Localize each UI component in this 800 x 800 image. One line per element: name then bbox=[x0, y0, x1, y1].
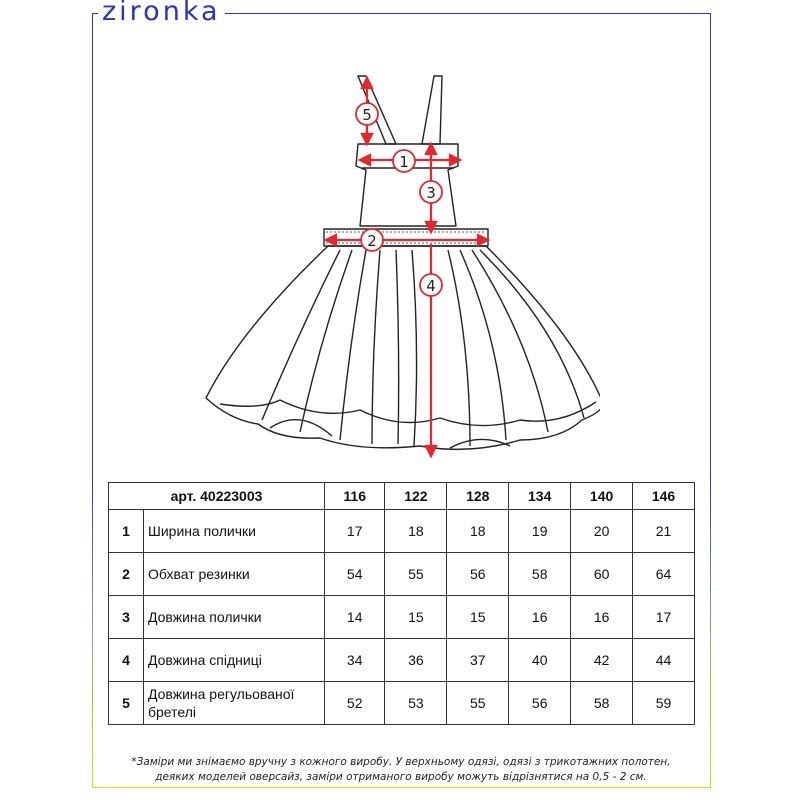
measurement-value: 55 bbox=[446, 681, 510, 725]
table-row: 2 Обхват резинки 54 55 56 58 60 64 bbox=[108, 552, 695, 596]
measurement-value: 58 bbox=[508, 552, 572, 596]
measure-label-3: 3 bbox=[426, 184, 436, 202]
measure-marker-3 bbox=[419, 180, 443, 204]
frame-top-edge bbox=[92, 13, 711, 14]
measurement-name: Довжина спідниці bbox=[143, 638, 325, 682]
measurement-value: 18 bbox=[446, 509, 510, 553]
measurement-value: 52 bbox=[323, 681, 386, 725]
measurement-value: 19 bbox=[508, 509, 572, 553]
measurement-value: 60 bbox=[570, 552, 634, 596]
size-header: 116 bbox=[323, 482, 386, 510]
size-table: арт. 40223003 116 122 128 134 140 146 1 … bbox=[108, 482, 695, 725]
measurement-name: Довжина регульованої бретелі bbox=[143, 681, 325, 725]
measurement-value: 34 bbox=[323, 638, 386, 682]
footnote-line-2: деяких моделей оверсайз, заміри отримано… bbox=[155, 771, 647, 783]
frame-left-edge bbox=[92, 13, 93, 788]
measurement-value: 59 bbox=[632, 681, 695, 725]
row-number: 2 bbox=[108, 552, 144, 596]
size-header: 146 bbox=[632, 482, 695, 510]
measurement-value: 20 bbox=[570, 509, 634, 553]
measurement-value: 56 bbox=[446, 552, 510, 596]
measurement-value: 36 bbox=[384, 638, 448, 682]
table-row: 1 Ширина полички 17 18 18 19 20 21 bbox=[108, 509, 695, 553]
measurement-name: Ширина полички bbox=[143, 509, 325, 553]
measurement-value: 44 bbox=[632, 638, 695, 682]
table-row: 4 Довжина спідниці 34 36 37 40 42 44 bbox=[108, 638, 695, 682]
size-header: 128 bbox=[446, 482, 510, 510]
measurement-value: 21 bbox=[632, 509, 695, 553]
brand-logo: zironka bbox=[98, 0, 225, 27]
measurement-value: 15 bbox=[446, 595, 510, 639]
measurement-footnote: *Заміри ми знімаємо вручну з кожного вир… bbox=[100, 755, 702, 785]
size-header: 122 bbox=[384, 482, 448, 510]
measurement-value: 16 bbox=[570, 595, 634, 639]
garment-diagram: 1 2 3 4 5 bbox=[205, 75, 600, 459]
measurement-value: 53 bbox=[384, 681, 448, 725]
row-number: 5 bbox=[108, 681, 144, 725]
measurement-value: 40 bbox=[508, 638, 572, 682]
measurement-value: 18 bbox=[384, 509, 448, 553]
measurement-value: 56 bbox=[508, 681, 572, 725]
measurement-value: 16 bbox=[508, 595, 572, 639]
measurement-name: Обхват резинки bbox=[143, 552, 325, 596]
article-number: арт. 40223003 bbox=[108, 482, 325, 510]
measurement-value: 55 bbox=[384, 552, 448, 596]
table-row: 3 Довжина полички 14 15 15 16 16 17 bbox=[108, 595, 695, 639]
measure-label-1: 1 bbox=[399, 153, 409, 171]
measurement-value: 42 bbox=[570, 638, 634, 682]
measurement-value: 17 bbox=[323, 509, 386, 553]
measure-marker-2 bbox=[360, 228, 384, 252]
table-row: 5 Довжина регульованої бретелі 52 53 55 … bbox=[108, 681, 695, 725]
measurement-value: 54 bbox=[323, 552, 386, 596]
measure-marker-4 bbox=[419, 273, 443, 297]
row-number: 1 bbox=[108, 509, 144, 553]
measure-marker-5 bbox=[355, 102, 379, 126]
measure-label-2: 2 bbox=[367, 232, 377, 250]
measurement-value: 37 bbox=[446, 638, 510, 682]
measurement-name: Довжина полички bbox=[143, 595, 325, 639]
size-header: 134 bbox=[508, 482, 572, 510]
frame-bottom-edge bbox=[92, 787, 711, 788]
footnote-line-1: *Заміри ми знімаємо вручну з кожного вир… bbox=[131, 756, 671, 768]
measurement-value: 64 bbox=[632, 552, 695, 596]
size-header: 140 bbox=[570, 482, 634, 510]
measurement-value: 17 bbox=[632, 595, 695, 639]
frame-right-edge bbox=[710, 13, 711, 788]
measure-marker-1 bbox=[392, 149, 416, 173]
measurement-value: 14 bbox=[323, 595, 386, 639]
row-number: 4 bbox=[108, 638, 144, 682]
row-number: 3 bbox=[108, 595, 144, 639]
measure-label-4: 4 bbox=[426, 277, 436, 295]
measure-label-5: 5 bbox=[362, 106, 372, 124]
measurement-value: 15 bbox=[384, 595, 448, 639]
measurement-value: 58 bbox=[570, 681, 634, 725]
size-table-header: арт. 40223003 116 122 128 134 140 146 bbox=[108, 482, 695, 510]
